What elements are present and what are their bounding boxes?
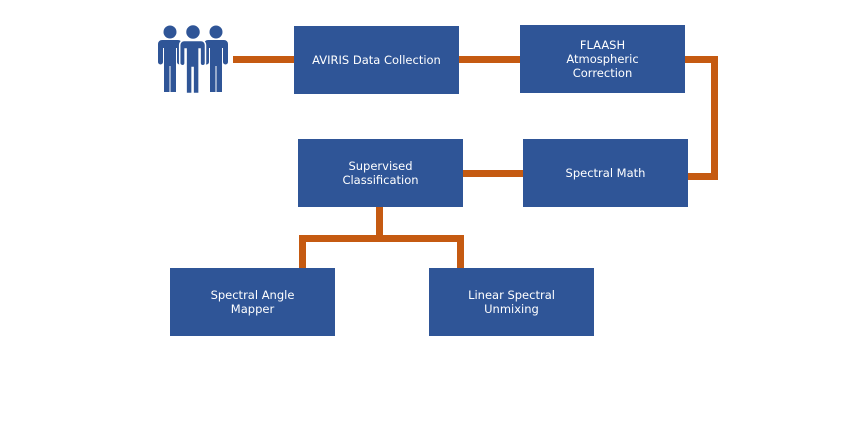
node-label-line: Supervised (348, 159, 413, 173)
node-label-line: Classification (342, 173, 419, 187)
connector-flaash-right (685, 56, 718, 63)
connector-branch-lsu (457, 235, 464, 269)
node-flaash-atmospheric-correction: FLAASH Atmospheric Correction (520, 25, 685, 93)
connector-supervised-down (376, 207, 383, 240)
connector-math-right (688, 173, 718, 180)
connector-branch-sam (299, 235, 306, 269)
connector-flaash-down (711, 56, 718, 180)
connector-math-supervised (463, 170, 524, 177)
people-group-icon (158, 24, 228, 94)
node-supervised-classification: Supervised Classification (298, 139, 463, 207)
node-label-line: Atmospheric (566, 52, 639, 66)
node-label-line: Mapper (230, 302, 275, 316)
node-label-line: Linear Spectral (468, 288, 555, 302)
node-label-line: Correction (572, 66, 633, 80)
node-label: Spectral Math (565, 166, 646, 180)
connector-aviris-flaash (459, 56, 521, 63)
node-label: AVIRIS Data Collection (312, 53, 441, 67)
node-label-line: Spectral Angle (210, 288, 295, 302)
node-spectral-angle-mapper: Spectral Angle Mapper (170, 268, 335, 336)
node-label-line: Unmixing (484, 302, 539, 316)
node-aviris-data-collection: AVIRIS Data Collection (294, 26, 459, 94)
node-linear-spectral-unmixing: Linear Spectral Unmixing (429, 268, 594, 336)
connector-branch-horizontal (299, 235, 464, 242)
node-spectral-math: Spectral Math (523, 139, 688, 207)
connector-people-aviris (233, 56, 295, 63)
node-label-line: FLAASH (579, 38, 626, 52)
